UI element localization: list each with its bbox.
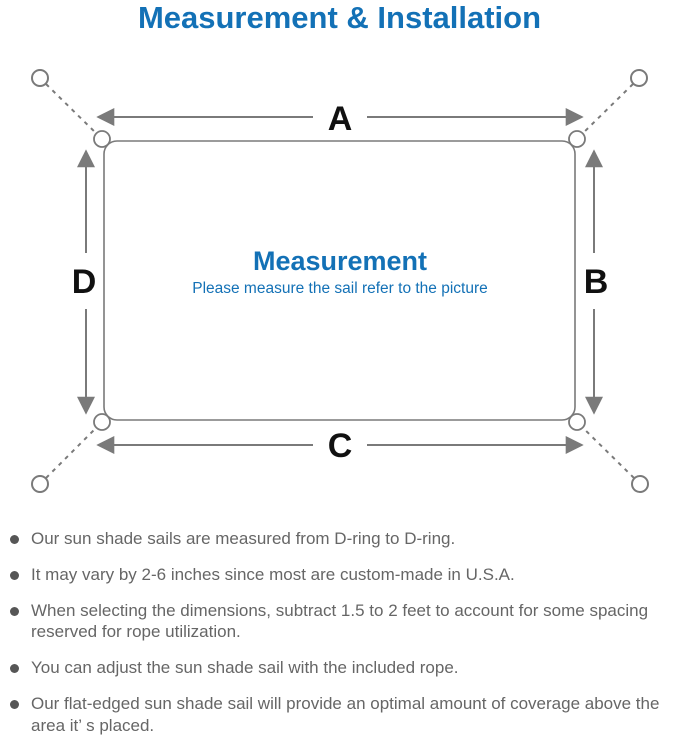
measurement-diagram: A B C D Measurement Please measure the s… [31, 69, 649, 493]
anchor-point-icon [630, 69, 648, 87]
instruction-list: Our sun shade sails are measured from D-… [8, 528, 672, 739]
rope-bottom-left [45, 421, 103, 479]
center-heading: Measurement [253, 246, 427, 276]
center-subtitle: Please measure the sail refer to the pic… [192, 280, 488, 297]
list-item: Our flat-edged sun shade sail will provi… [8, 693, 672, 737]
bullet-icon [10, 570, 19, 580]
d-ring-icon [93, 413, 111, 431]
bullet-icon [10, 606, 19, 616]
dimension-label-d: D [72, 263, 97, 301]
dimension-label-b: B [584, 263, 609, 301]
dimension-label-a: A [328, 100, 353, 138]
anchor-point-icon [31, 475, 49, 493]
page-title: Measurement & Installation [137, 0, 542, 35]
rope-bottom-right [576, 421, 635, 479]
list-item-text: Our flat-edged sun shade sail will provi… [31, 693, 660, 735]
list-item: When selecting the dimensions, subtract … [8, 600, 672, 644]
bullet-icon [10, 664, 19, 673]
rope-top-right [576, 83, 634, 140]
list-item-text: You can adjust the sun shade sail with t… [31, 658, 459, 677]
corner-rope-dashed-lines [45, 83, 635, 479]
rope-top-left [45, 83, 103, 140]
sail-outline [103, 140, 576, 421]
list-item: You can adjust the sun shade sail with t… [8, 657, 672, 679]
list-item: Our sun shade sails are measured from D-… [8, 528, 672, 550]
anchor-point-icon [631, 475, 649, 493]
bullet-icon [10, 535, 19, 544]
list-item: It may vary by 2-6 inches since most are… [8, 564, 672, 586]
list-item-text: It may vary by 2-6 inches since most are… [31, 564, 515, 584]
d-ring-icon [568, 130, 586, 148]
dimension-label-c: C [328, 427, 353, 465]
anchor-point-icon [31, 69, 49, 87]
d-ring-icon [568, 413, 586, 431]
d-ring-icon [93, 130, 111, 148]
list-item-text: Our sun shade sails are measured from D-… [31, 529, 456, 548]
list-item-text: When selecting the dimensions, subtract … [31, 600, 649, 642]
bullet-icon [10, 699, 19, 709]
